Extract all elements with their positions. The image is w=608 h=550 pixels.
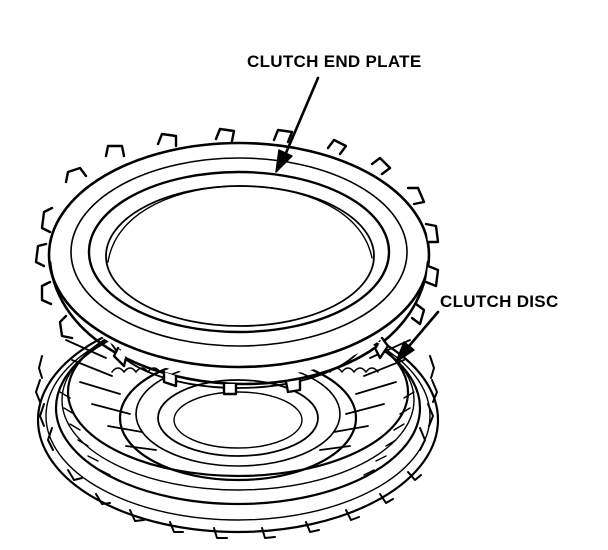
disc-arrowhead bbox=[395, 341, 415, 363]
end-plate-leader bbox=[275, 76, 320, 173]
clutch-end-plate bbox=[34, 127, 440, 396]
disc-leader bbox=[395, 310, 440, 363]
end-plate-arrowhead bbox=[275, 149, 293, 173]
clutch-disc-label: CLUTCH DISC bbox=[440, 292, 559, 311]
clutch-end-plate-label: CLUTCH END PLATE bbox=[247, 52, 422, 71]
